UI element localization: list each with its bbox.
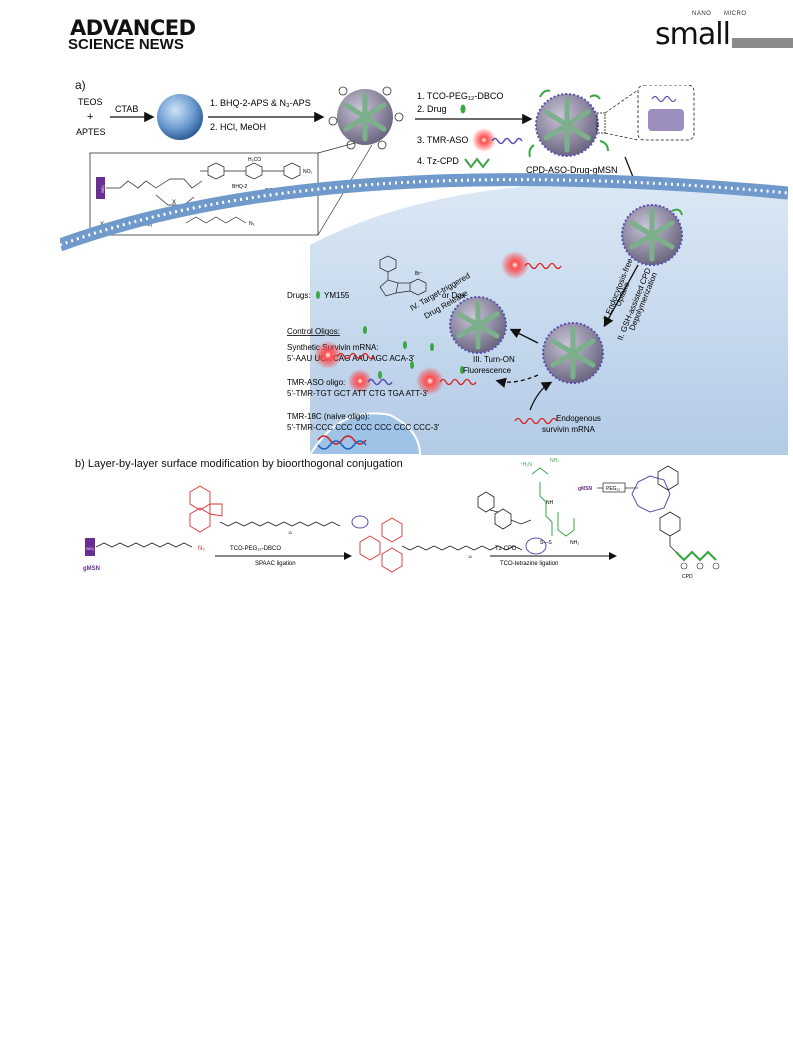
- step1-line1: 1. BHQ-2-APS & N₃-APS: [210, 98, 311, 108]
- panel-b-sio2: SiO₂: [86, 546, 95, 551]
- released-aso-1: [501, 251, 562, 279]
- drugs-br: Br⁻: [415, 271, 423, 277]
- reagent-aptes: APTES: [76, 127, 106, 137]
- reaction1-label: SPAAC ligation: [255, 561, 296, 567]
- panel-b-label: b) Layer-by-layer surface modification b…: [75, 458, 403, 470]
- cpd-icon: [464, 157, 490, 169]
- final-tco-ring: [631, 475, 671, 513]
- arrow-uptake: [603, 264, 639, 328]
- step2-line3: 3. TMR-ASO: [417, 135, 468, 145]
- inset-x: X: [172, 200, 176, 206]
- triazole-structure: [359, 517, 403, 573]
- cpd-chain-structure: [531, 467, 575, 537]
- reagent-ctab: CTAB: [115, 104, 138, 114]
- endogenous-mrna-strand: [514, 417, 558, 425]
- step2-line4: 4. Tz-CPD: [417, 156, 459, 166]
- product-label: CPD-ASO-Drug-gMSN: [526, 165, 618, 175]
- drugs-label: Drugs:: [287, 291, 311, 300]
- drug-icon: [460, 104, 466, 114]
- final-gmsn-label: gMSN: [578, 486, 593, 492]
- reaction2-label: TCO-tetrazine ligation: [500, 561, 558, 567]
- cpd-h2n: ⁺H₂N: [520, 462, 532, 468]
- step-iii: III. Turn-ON: [473, 355, 515, 364]
- publisher-logo-advanced: ADVANCED: [70, 16, 196, 40]
- gmsn-particle: [328, 86, 404, 150]
- control-naive-seq: 5'-TMR-CCC CCC CCC CCC CCC CCC-3': [287, 423, 440, 432]
- ym155-structure: [379, 255, 427, 297]
- tmr-aso-glow-icon: [472, 128, 496, 152]
- dna-strand-icon: [317, 435, 367, 445]
- control-aso-name: TMR-ASO oligo:: [287, 378, 345, 387]
- step2-line1: 1. TCO-PEG₁₂-DBCO: [417, 91, 503, 101]
- step2-line2: 2. Drug: [417, 104, 447, 114]
- arrow-turn-on: [495, 374, 539, 388]
- released-aso-2: [314, 341, 375, 369]
- particle-membrane: [621, 204, 683, 266]
- reagent1-label: TCO-PEG₁₂-DBCO: [230, 546, 281, 552]
- sio2-block: [85, 538, 95, 556]
- sub-11-a: 11: [288, 530, 293, 535]
- tco-ring-2: [525, 537, 547, 555]
- cpd-nh2-top: NH₂: [550, 458, 559, 464]
- panel-a-label: a): [75, 78, 86, 92]
- drugs-ym: YM155: [324, 291, 350, 300]
- journal-nano-label: NANO: [692, 11, 712, 17]
- inset-sio2-block: [96, 177, 105, 199]
- control-naive-name: TMR-18C (naive oligo):: [287, 412, 370, 421]
- cpd-nh2-right: NH₂: [570, 540, 579, 546]
- tetrazine-structure: [477, 491, 532, 530]
- arrow-mrna: [529, 381, 553, 411]
- reagent-teos: TEOS: [78, 97, 103, 107]
- peg-label: PEG₁₂: [606, 486, 620, 492]
- particle-release: [449, 296, 507, 354]
- reagent2-label: Tz-CPD: [495, 546, 517, 552]
- inset-no2: NO₂: [303, 169, 313, 175]
- endogenous-label-b: survivin mRNA: [542, 425, 596, 434]
- final-pyridazine: [657, 465, 681, 537]
- dbco-structure: [189, 485, 223, 533]
- peg-box: [602, 482, 626, 493]
- cpd-final-label: CPD: [682, 574, 693, 580]
- control-mrna-seq: 5'-AAU UCA CAG AAU AGC ACA-3': [287, 354, 415, 363]
- nucleus: [308, 412, 422, 455]
- azide-n3: N₃: [198, 546, 205, 552]
- journal-logo-small: small: [655, 17, 731, 52]
- inset-bhq-label: BHQ-2: [232, 184, 248, 190]
- released-aso-3: [416, 367, 477, 395]
- inset-sio2: SiO₂: [100, 184, 105, 193]
- inset-h3co: H₃CO: [248, 157, 261, 163]
- control-aso-seq: 5'-TMR-TGT GCT ATT CTG TGA ATT-3': [287, 389, 429, 398]
- publisher-logo-science-news: SCIENCE NEWS: [68, 36, 184, 53]
- control-heading: Control Oligos:: [287, 327, 340, 336]
- step1-line2: 2. HCl, MeOH: [210, 122, 266, 132]
- drugs-or-dox: or Dox: [442, 291, 466, 300]
- arrow-release: [509, 328, 539, 344]
- released-drugs: [363, 326, 464, 379]
- header-gray-bar: [732, 38, 793, 48]
- panel-b-figure: SiO₂ gMSN N₃ 11 TCO-PEG₁₂-DBCO SPAAC lig…: [83, 458, 720, 580]
- cpd-nh: NH: [546, 500, 554, 506]
- sub-11-b: 11: [468, 554, 473, 559]
- drugs-legend-icon: [316, 291, 320, 299]
- silica-sphere: [157, 94, 203, 140]
- reagent-plus: +: [87, 111, 93, 123]
- cell-membrane: [60, 173, 788, 252]
- final-cpd-chain: [675, 550, 717, 562]
- endogenous-label: Endogenous: [556, 414, 601, 423]
- inset-connector-1: [317, 142, 356, 154]
- aso-strand-icon: [491, 137, 523, 145]
- particle-inside: [542, 322, 604, 384]
- zoom-particle-surface: [648, 109, 684, 131]
- tco-ring: [351, 515, 369, 529]
- cpd-aso-drug-gmsn-particle: [528, 89, 609, 158]
- step-iii-b: Fluorescence: [463, 366, 512, 375]
- panel-a-figure: TEOS + APTES CTAB 1. BHQ-2-APS & N₃-APS …: [60, 85, 788, 455]
- cpd-ss: S—S: [540, 540, 552, 546]
- inset-n3: N₃: [249, 221, 255, 227]
- gmsn-label: gMSN: [83, 566, 100, 572]
- journal-micro-label: MICRO: [724, 11, 747, 17]
